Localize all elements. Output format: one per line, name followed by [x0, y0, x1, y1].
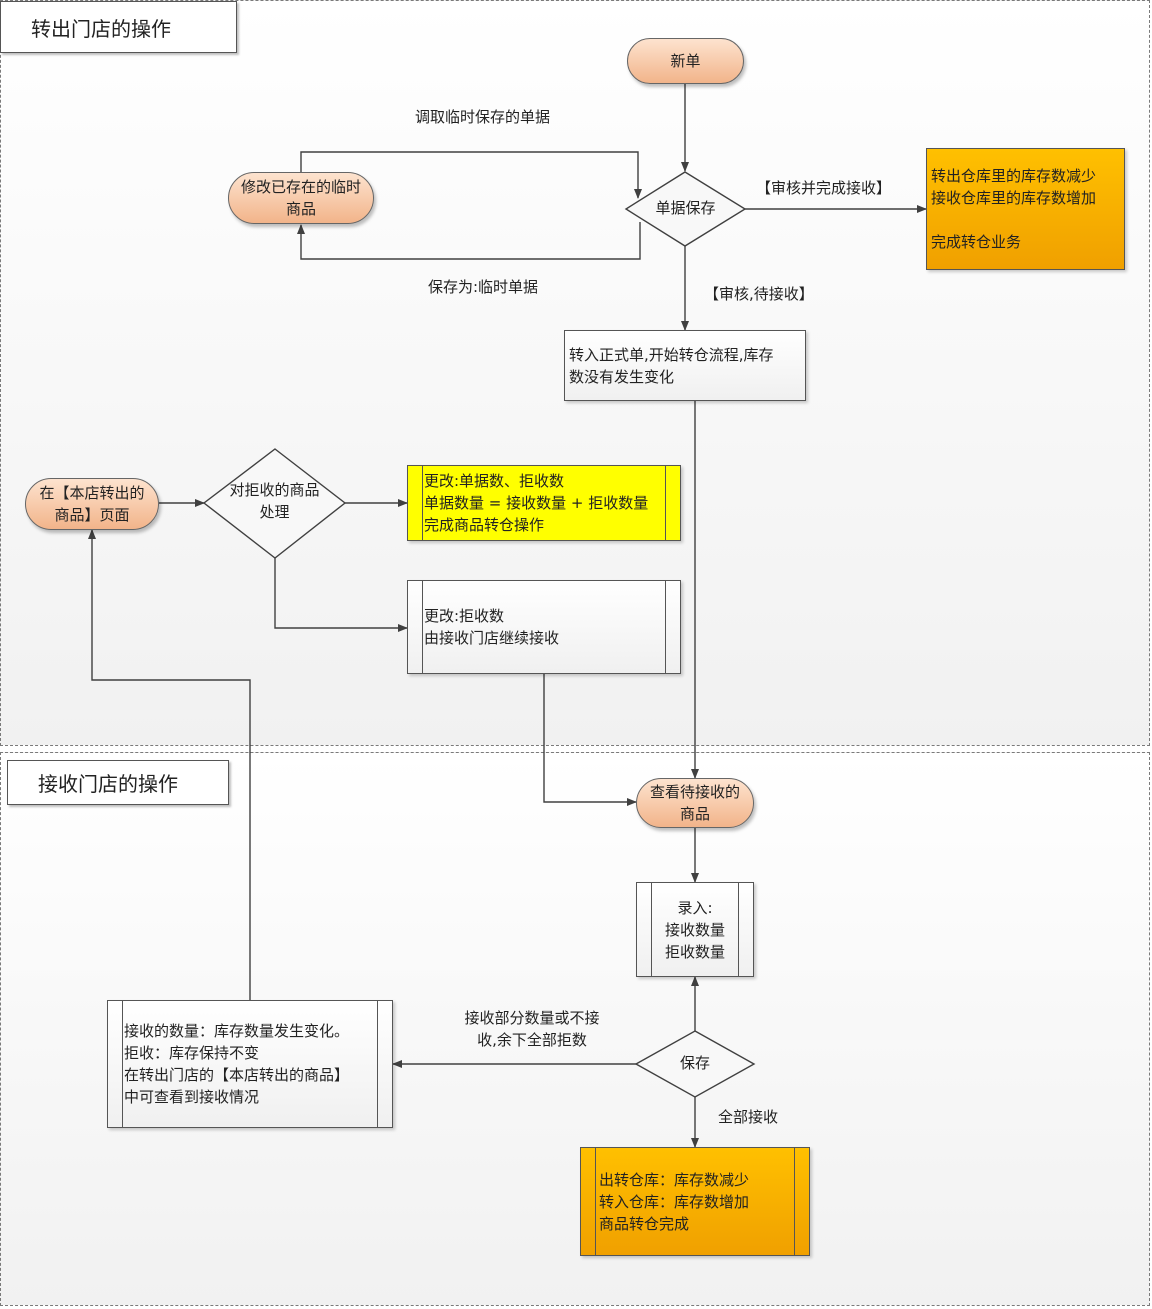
label-partial-receive: 接收部分数量或不接 收,余下全部拒数 [464, 1009, 600, 1049]
change-reject-box: 更改:拒收数 由接收门店继续接收 [407, 580, 681, 674]
edge-reject-to-change-reject [274, 558, 408, 632]
label-approve-pending: 【审核,待接收】 [704, 285, 814, 303]
new-order-node: 新单 [627, 38, 744, 84]
change-quantity-box: 更改:单据数、拒收数 单据数量 = 接收数量 + 拒收数量 完成商品转仓操作 [407, 465, 681, 541]
edge-partial-to-page [88, 529, 251, 1000]
view-pending-node: 查看待接收的 商品 [636, 778, 754, 828]
save2-diamond-label: 保存 [679, 1054, 710, 1072]
formal-order-box: 转入正式单,开始转仓流程,库存 数没有发生变化 [564, 330, 806, 401]
edge-save-to-temp [297, 222, 641, 260]
full-result-box: 出转仓库：库存数减少 转入仓库：库存数增加 商品转仓完成 [580, 1147, 810, 1256]
save-diamond-label: 单据保存 [655, 199, 716, 217]
label-fetch-temp: 调取临时保存的单据 [415, 108, 551, 126]
input-quantity-box: 录入: 接收数量 拒收数量 [636, 882, 754, 977]
edge-modify-to-save [300, 151, 642, 199]
store-page-node: 在【本店转出的 商品】页面 [25, 478, 159, 530]
label-all-receive: 全部接收 [718, 1108, 779, 1126]
edge-changereject-to-view [543, 674, 637, 806]
label-save-as-temp: 保存为:临时单据 [428, 278, 539, 296]
label-approve-complete: 【审核并完成接收】 [756, 179, 892, 197]
reject-diamond-label: 对拒收的商品 处理 [229, 481, 320, 521]
modify-temp-node: 修改已存在的临时 商品 [228, 172, 374, 224]
lane-title-receiving: 接收门店的操作 [7, 760, 229, 805]
complete-transfer-box: 转出仓库里的库存数减少 接收仓库里的库存数增加 完成转仓业务 [926, 148, 1125, 270]
partial-result-box: 接收的数量：库存数量发生变化。 拒收：库存保持不变 在转出门店的【本店转出的商品… [107, 1000, 393, 1128]
lane-title-outgoing: 转出门店的操作 [0, 1, 237, 53]
